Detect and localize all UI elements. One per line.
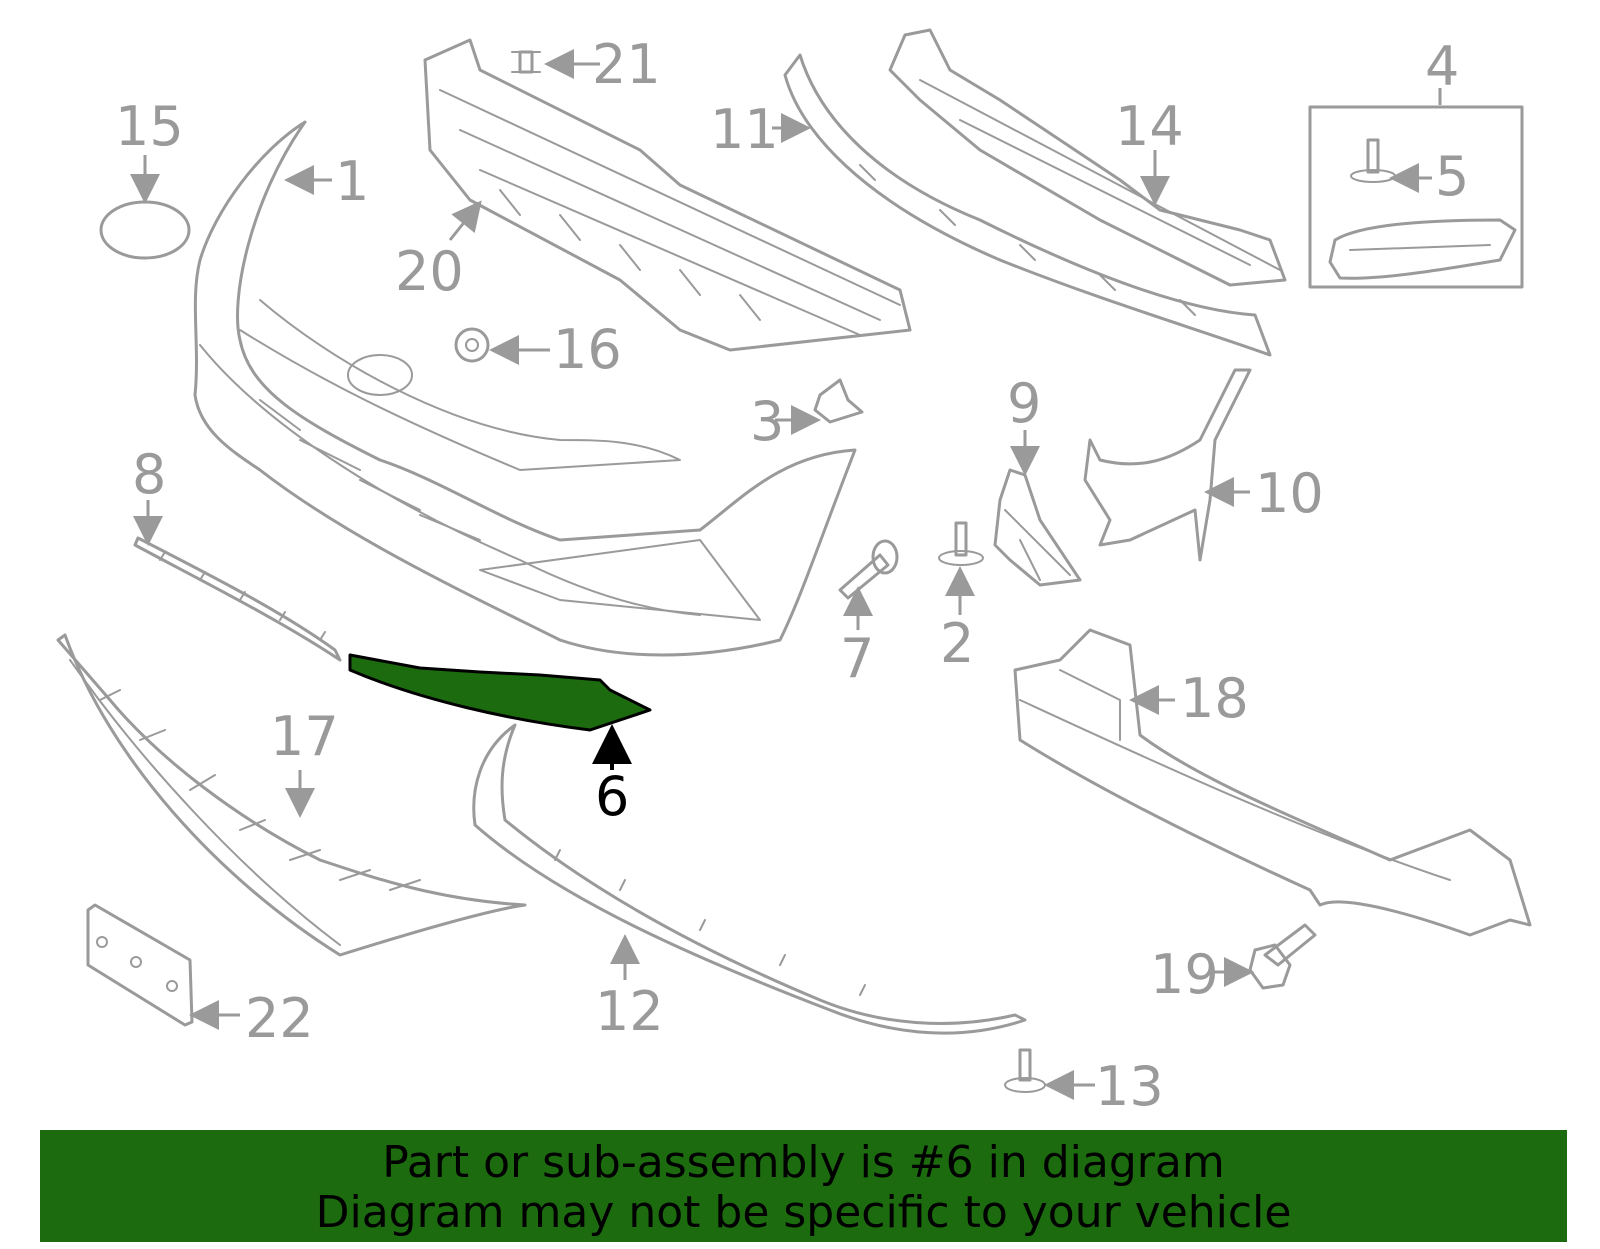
part-18-reinforcement-beam <box>1013 628 1532 937</box>
callout-15: 15 <box>115 95 184 158</box>
part-21-clip <box>511 50 541 74</box>
callout-21: 21 <box>592 33 661 96</box>
callout-17: 17 <box>270 705 339 768</box>
callout-19: 19 <box>1150 943 1219 1006</box>
part-19-bolt <box>1248 923 1317 990</box>
banner-line-1: Part or sub-assembly is #6 in diagram <box>382 1137 1225 1188</box>
callout-18: 18 <box>1180 667 1249 730</box>
part-15-emblem <box>99 200 191 260</box>
callout-labels: 1 2 3 4 5 6 7 8 9 10 11 12 13 14 15 16 1… <box>115 33 1469 1118</box>
part-14-absorber <box>888 28 1287 287</box>
info-banner: Part or sub-assembly is #6 in diagram Di… <box>40 1130 1567 1242</box>
callout-16: 16 <box>553 318 622 381</box>
banner-line-2: Diagram may not be specific to your vehi… <box>315 1187 1292 1238</box>
part-11-strip <box>783 53 1272 357</box>
part-9-bracket <box>993 468 1082 587</box>
part-10-side-bracket <box>1083 368 1252 562</box>
part-13-clip <box>1004 1048 1046 1093</box>
callout-13: 13 <box>1095 1055 1164 1118</box>
callout-22: 22 <box>245 987 314 1050</box>
callout-arrows <box>130 49 1442 1100</box>
callout-5: 5 <box>1435 145 1469 208</box>
callout-1: 1 <box>335 150 369 213</box>
part-20-upper-bracket <box>423 38 912 352</box>
callout-14: 14 <box>1115 95 1184 158</box>
part-2-pin <box>938 521 984 566</box>
part-12-lower-molding <box>472 723 1027 1035</box>
part-7-bolt <box>838 539 899 600</box>
part-22-plate-bracket <box>86 903 194 1027</box>
callout-8: 8 <box>132 443 166 506</box>
callout-7: 7 <box>840 627 874 690</box>
part-1-bumper-cover <box>193 120 857 657</box>
part-8-molding <box>133 536 342 662</box>
part-16-washer <box>454 327 490 363</box>
part-4-kit-box <box>1308 105 1524 289</box>
callout-4: 4 <box>1425 35 1459 98</box>
parts-diagram: 1 2 3 4 5 6 7 8 9 10 11 12 13 14 15 16 1… <box>56 28 1532 1118</box>
part-17-grille <box>56 633 527 957</box>
callout-2: 2 <box>940 612 974 675</box>
part-3-bracket <box>813 378 864 424</box>
callout-11: 11 <box>710 98 779 161</box>
callout-3: 3 <box>750 390 784 453</box>
callout-20: 20 <box>395 240 464 303</box>
callout-10: 10 <box>1255 462 1324 525</box>
callout-12: 12 <box>595 980 664 1043</box>
callout-9: 9 <box>1007 372 1041 435</box>
callout-6: 6 <box>595 765 629 828</box>
part-6-lower-trim <box>348 653 652 732</box>
